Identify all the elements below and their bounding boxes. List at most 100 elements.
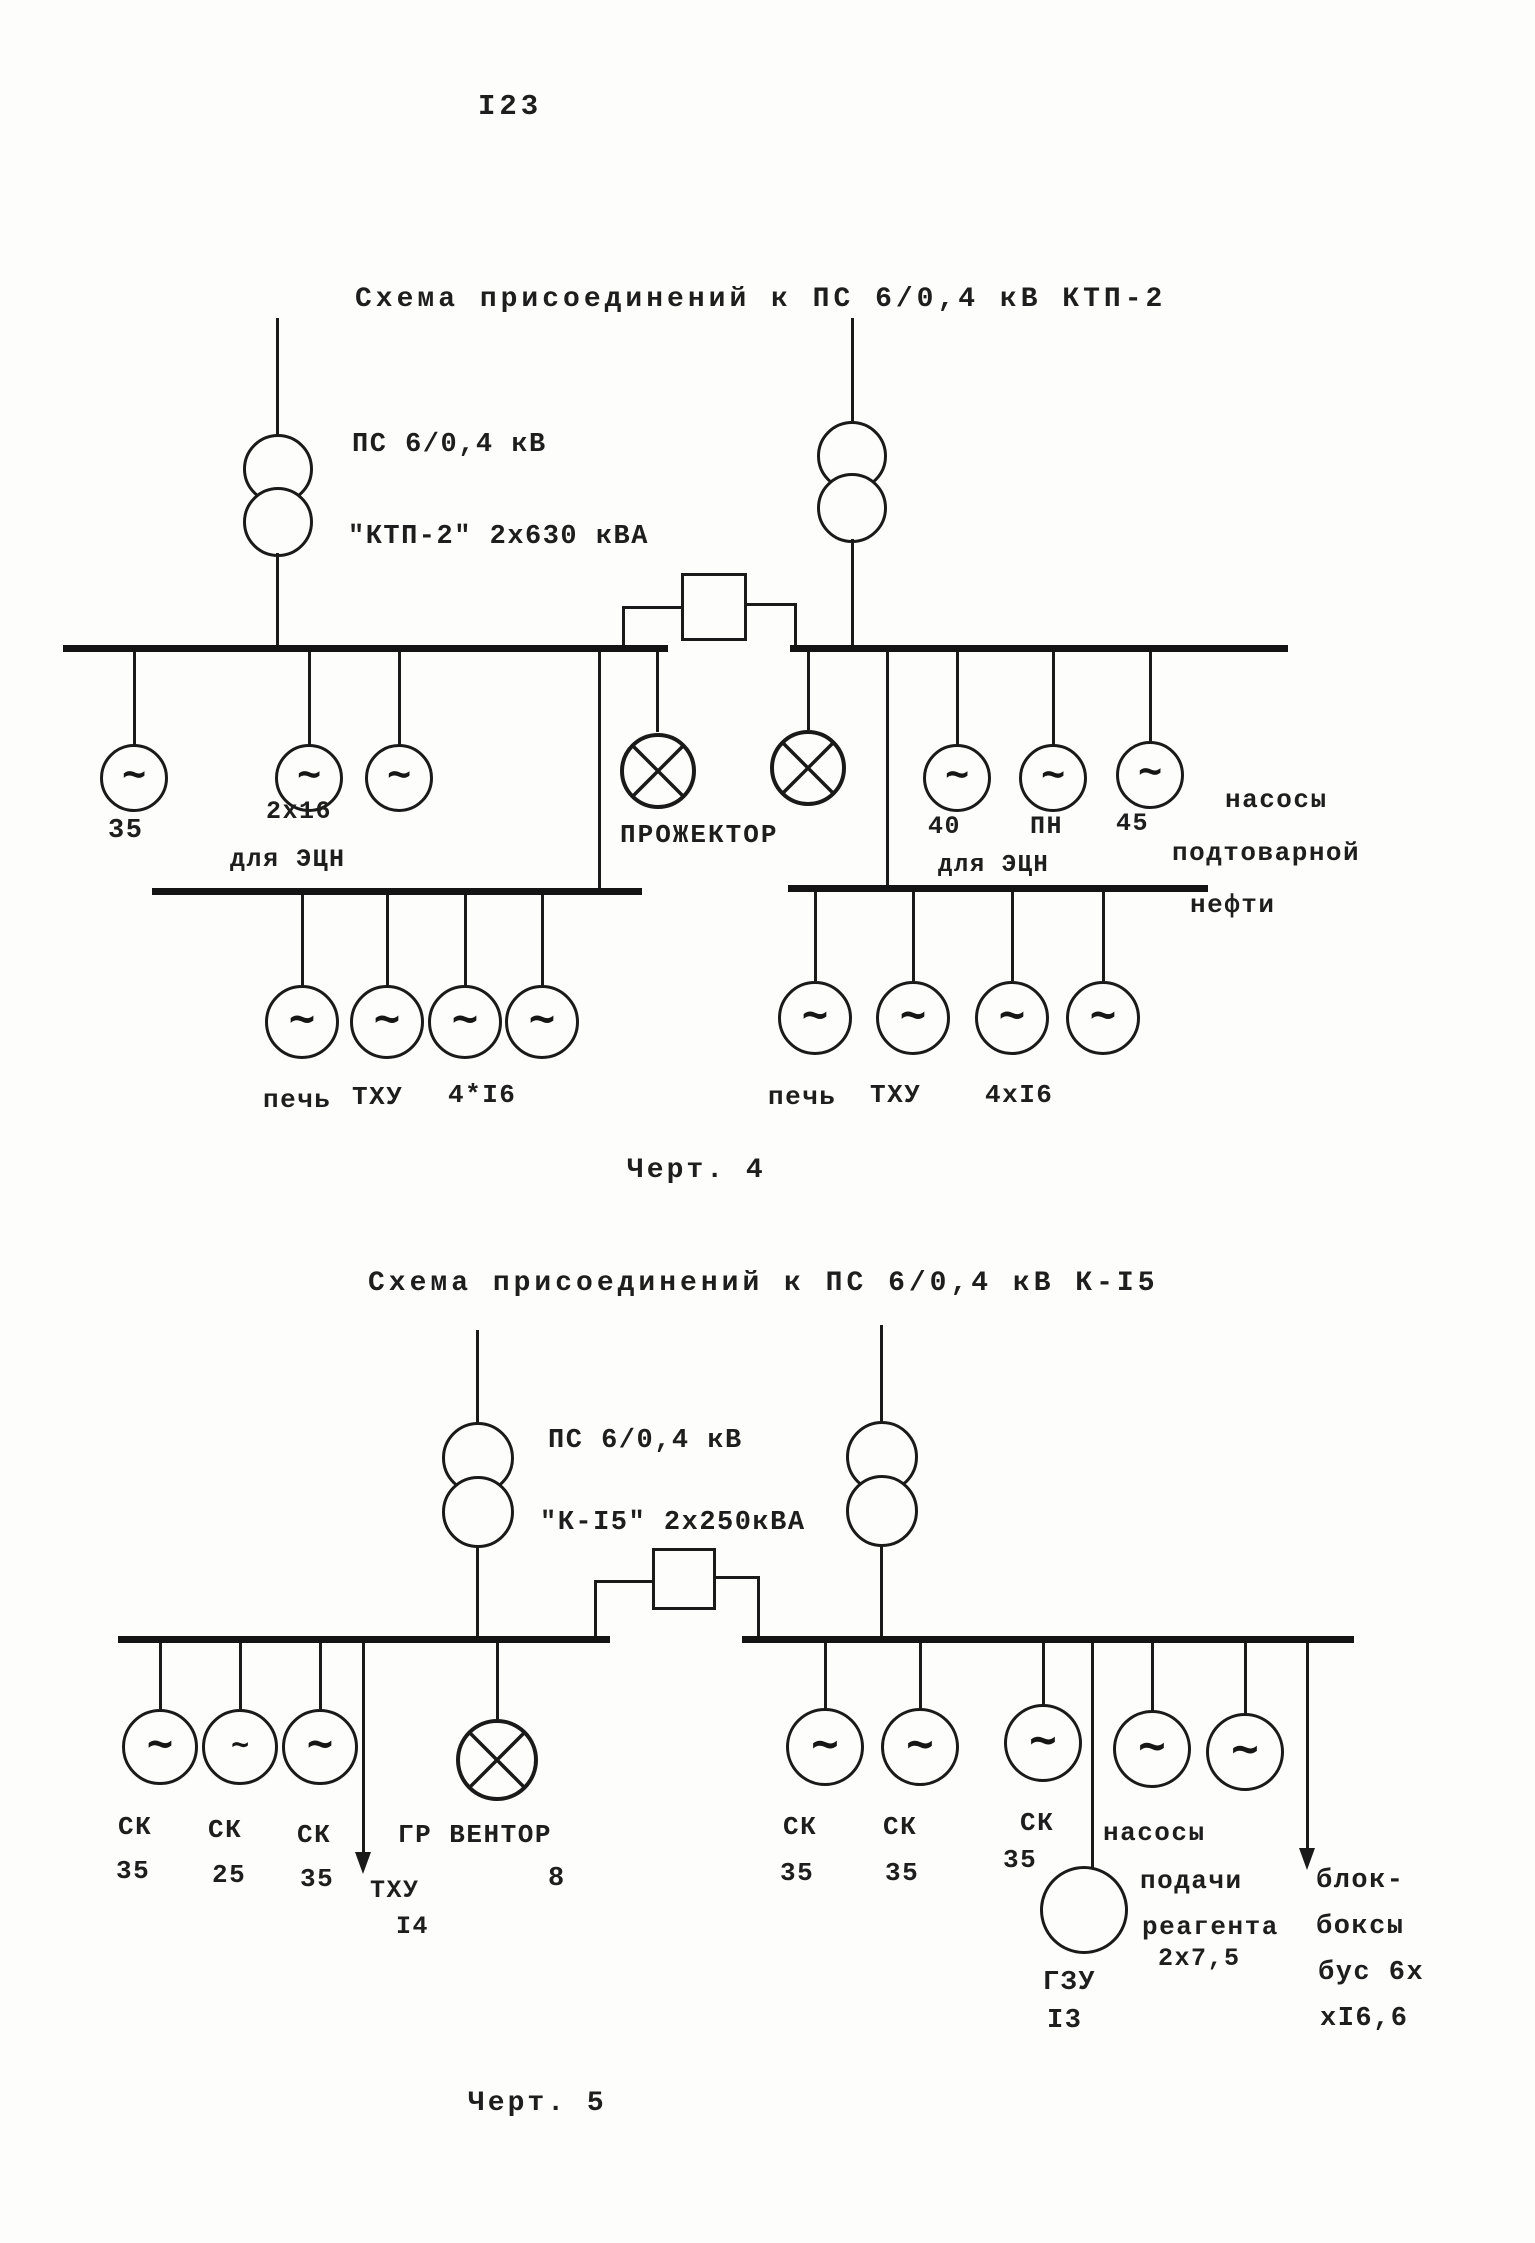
reagent-pumps-label: насосы	[1103, 1818, 1206, 1848]
feeder-line	[133, 652, 136, 745]
transformer-label: ПС 6/0,4 кВ	[352, 430, 547, 460]
motor-glyph: ∼	[1231, 1726, 1259, 1778]
motor-power-label: 35	[300, 1864, 335, 1894]
motor-power-label: 35	[885, 1858, 920, 1888]
feeder-line	[541, 895, 544, 987]
motor-glyph: ∼	[906, 1721, 934, 1773]
oil-pumps-label: подтоварной	[1172, 838, 1361, 868]
thu-label: ТХУ	[370, 1876, 420, 1905]
tie-breaker-box	[681, 573, 747, 641]
motor-glyph: ∼	[998, 993, 1026, 1043]
incoming-line	[851, 318, 854, 425]
motor-power-label: 35	[108, 816, 144, 846]
motor-icon: ∼	[1113, 1710, 1191, 1788]
sk-label: СК	[1020, 1808, 1055, 1838]
feeder-line	[159, 1643, 162, 1711]
sk-label: СК	[118, 1812, 153, 1842]
transformer-lead-line	[276, 553, 279, 648]
diagram1-caption: Черт. 4	[627, 1155, 766, 1186]
motor-power-label: 35	[116, 1856, 151, 1886]
feeder-line	[319, 1643, 322, 1711]
motor-icon: ∼	[428, 985, 502, 1059]
floodlight-icon	[456, 1719, 538, 1801]
motor-icon: ∼	[1206, 1713, 1284, 1791]
motor-icon: ∼	[1116, 741, 1184, 809]
feeder-line	[814, 892, 817, 981]
floodlight-icon	[620, 733, 696, 809]
motor-icon: ∼	[265, 985, 339, 1059]
block-boxes-label: блок-	[1316, 1866, 1405, 1896]
motor-glyph: ∼	[944, 755, 970, 800]
motor-icon: ∼	[778, 981, 852, 1055]
diagram2-title: Схема присоединений к ПС 6/0,4 кВ К-I5	[368, 1268, 1159, 1299]
feeder-line	[1149, 652, 1152, 745]
incoming-line	[276, 318, 279, 438]
feeder-line	[807, 652, 810, 730]
oil-pumps-label: нефти	[1190, 890, 1276, 920]
sk-label: СК	[783, 1812, 818, 1842]
feeder-line	[1244, 1643, 1247, 1715]
motor-icon: ∼	[350, 985, 424, 1059]
reagent-pumps-power-label: 2х7,5	[1158, 1944, 1241, 1973]
block-boxes-label: хI6,6	[1320, 2004, 1409, 2034]
motor-glyph: ∼	[373, 997, 401, 1047]
motor-icon: ∼	[923, 744, 991, 812]
incoming-line	[880, 1325, 883, 1425]
block-boxes-label: боксы	[1316, 1912, 1405, 1942]
motor-icon: ∼	[1019, 744, 1087, 812]
floodlight-icon	[770, 730, 846, 806]
motor-glyph: ∼	[121, 755, 147, 800]
tie-line	[747, 603, 797, 606]
transformer-lead-line	[476, 1546, 479, 1638]
feeder-line	[1151, 1643, 1154, 1711]
busbar	[118, 1636, 610, 1643]
feeder-line	[1042, 1643, 1045, 1705]
sub-busbar	[788, 885, 1208, 892]
motor-glyph: ∼	[230, 1730, 250, 1764]
motor-icon: ∼	[100, 744, 168, 812]
thu-label: ТХУ	[352, 1082, 404, 1112]
oil-pumps-label: насосы	[1225, 785, 1328, 815]
transformer-lead-line	[880, 1545, 883, 1638]
transformer-winding-icon	[846, 1475, 918, 1547]
motor-icon: ∼	[365, 744, 433, 812]
motor-glyph: ∼	[1089, 993, 1117, 1043]
motor-icon: ∼	[975, 981, 1049, 1055]
arrow-down-icon	[355, 1852, 371, 1874]
busbar	[63, 645, 668, 652]
floodlight-label: ПРОЖЕКТОР	[620, 820, 779, 850]
motor-glyph: ∼	[451, 997, 479, 1047]
motor-power-label: 25	[212, 1860, 247, 1890]
thu-number-label: I4	[396, 1912, 430, 1941]
tie-line	[622, 606, 682, 609]
motor-icon: ∼	[1004, 1704, 1082, 1782]
block-boxes-label: бус 6х	[1318, 1958, 1425, 1988]
transformer-label: ПС 6/0,4 кВ	[548, 1426, 743, 1456]
motor-power-label: ПН	[1030, 812, 1064, 841]
motor-glyph: ∼	[306, 1722, 334, 1772]
feeder-line	[301, 895, 304, 987]
motor-power-label: 35	[780, 1858, 815, 1888]
reagent-pumps-label: реагента	[1142, 1912, 1279, 1942]
motor-glyph: ∼	[386, 755, 412, 800]
furnace-label: печь	[263, 1085, 332, 1115]
incoming-line	[476, 1330, 479, 1425]
feeder-line	[308, 652, 311, 745]
motor-icon: ∼	[1066, 981, 1140, 1055]
thu-label: ТХУ	[870, 1080, 922, 1110]
feeder-line	[398, 652, 401, 745]
motor-icon: ∼	[786, 1708, 864, 1786]
sub-busbar	[152, 888, 642, 895]
feeder-line	[496, 1643, 499, 1719]
sk-label: СК	[883, 1812, 918, 1842]
transformer-rating-label: "КТП-2" 2х630 кВА	[348, 522, 649, 552]
feeder-line	[824, 1643, 827, 1709]
motor-glyph: ∼	[801, 993, 829, 1043]
power-label: 4*I6	[448, 1080, 517, 1110]
sk-label: СК	[208, 1815, 243, 1845]
tie-line	[794, 603, 797, 648]
feeder-line	[1052, 652, 1055, 745]
arrow-down-icon	[1299, 1848, 1315, 1870]
feeder-group-label: 2х16	[266, 797, 333, 826]
motor-icon: ∼	[275, 744, 343, 812]
